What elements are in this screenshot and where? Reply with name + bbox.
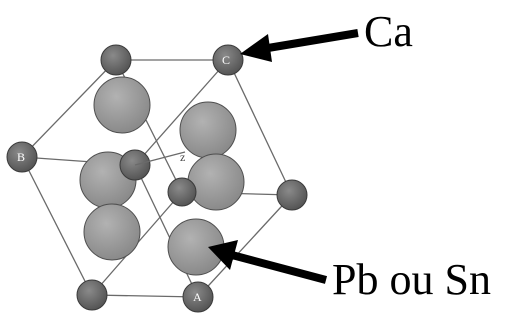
ca-atom <box>6 141 38 173</box>
z-axis-label: z <box>180 150 185 164</box>
ca-label: Ca <box>364 7 413 56</box>
pb-sn-atom <box>179 101 237 159</box>
ca-atom <box>212 44 244 76</box>
ca-atom <box>167 177 197 207</box>
corner-letter-bottom: A <box>193 290 202 304</box>
ca-atom <box>100 44 132 76</box>
ca-atoms <box>6 44 308 313</box>
pb-sn-atoms <box>79 76 245 276</box>
pb-sn-atom <box>187 153 245 211</box>
corner-letter-left: B <box>17 150 25 164</box>
ca-arrow <box>240 29 359 62</box>
ca-atom <box>276 179 308 211</box>
z-axis-line <box>134 151 186 166</box>
corner-letter-top: C <box>222 53 230 67</box>
pb-sn-atom <box>93 76 151 134</box>
pb-sn-label: Pb ou Sn <box>332 255 491 304</box>
ca-atom <box>182 281 214 313</box>
pb-sn-atom <box>83 203 141 261</box>
pb-sn-arrow <box>208 240 328 284</box>
ca-atom <box>76 279 108 311</box>
